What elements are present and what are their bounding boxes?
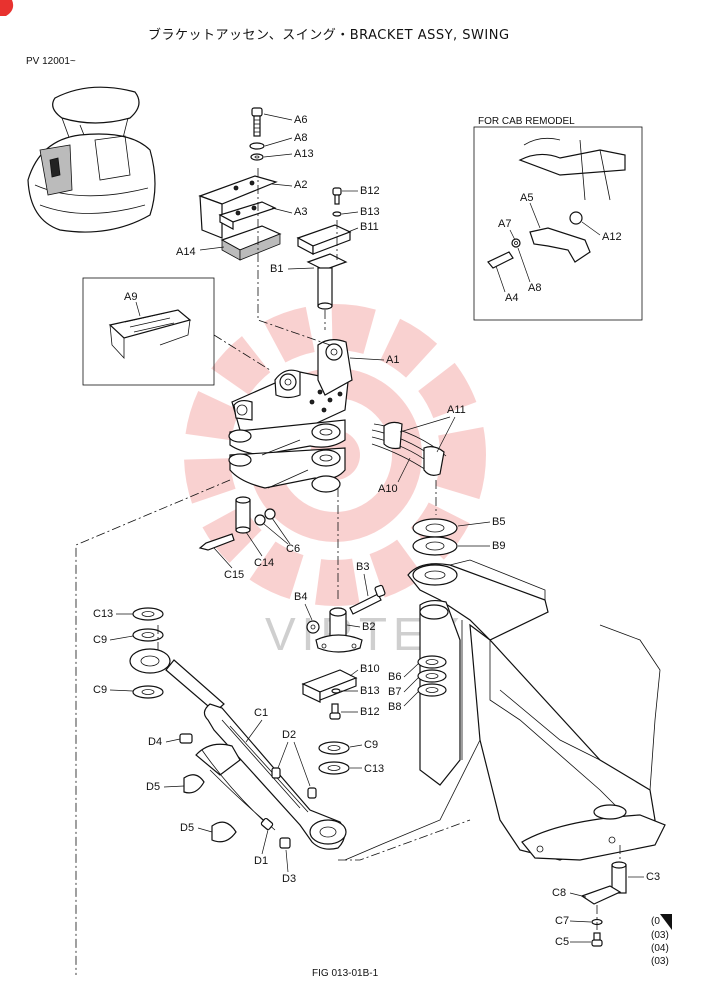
label-A5: A5 <box>520 192 533 204</box>
washers-left: C13 C9 C9 <box>93 607 164 699</box>
label-C5: C5 <box>555 936 569 948</box>
label-C3: C3 <box>646 871 660 883</box>
label-D2: D2 <box>282 729 296 741</box>
a9-inset: A9 <box>82 277 215 386</box>
label-B13: B13 <box>360 206 380 218</box>
serial-range: PV 12001~ <box>26 56 76 67</box>
washers-mid: C9 C13 <box>318 739 384 775</box>
label-B2: B2 <box>362 621 375 633</box>
label-D4: D4 <box>148 736 162 748</box>
corner-fold-mark <box>660 914 672 930</box>
top-hardware: A6 A8 A13 A2 A3 A14 <box>176 107 314 261</box>
label-B8: B8 <box>388 701 401 713</box>
swing-cylinder: C1 D2 D4 D5 D5 D1 D3 <box>129 648 347 885</box>
label-A9: A9 <box>124 291 137 303</box>
pin-group-c: C6 C14 C15 <box>198 496 300 581</box>
label-B5: B5 <box>492 516 505 528</box>
label-C6: C6 <box>286 543 300 555</box>
hose-bundle: A11 A10 <box>371 404 466 495</box>
frame-right: B5 B9 <box>344 516 666 861</box>
label-B4: B4 <box>294 591 307 603</box>
label-A8: A8 <box>294 132 307 144</box>
pin-group-lower: C3 C8 C7 C5 <box>552 861 660 948</box>
label-A10: A10 <box>378 483 398 495</box>
label-A8-inset: A8 <box>528 282 541 294</box>
swing-bracket: A1 <box>228 339 399 493</box>
label-C9-mid: C9 <box>364 739 378 751</box>
label-B13-lower: B13 <box>360 685 380 697</box>
label-A13: A13 <box>294 148 314 160</box>
page-title: ブラケットアッセン、スイング・BRACKET ASSY, SWING <box>148 27 510 43</box>
label-C15: C15 <box>224 569 244 581</box>
label-C13-mid: C13 <box>364 763 384 775</box>
b-hardware-top: B12 B13 B11 B1 <box>270 185 380 310</box>
label-D1: D1 <box>254 855 268 867</box>
label-A4: A4 <box>505 292 518 304</box>
label-A12: A12 <box>602 231 622 243</box>
label-A3: A3 <box>294 206 307 218</box>
bracket-b10: B10 B13 B12 B6 B7 B8 <box>301 655 447 720</box>
label-B3: B3 <box>356 561 369 573</box>
label-C9-lower: C9 <box>93 684 107 696</box>
brand-corner-mark <box>0 0 14 16</box>
footnote-1: (03) <box>651 930 669 941</box>
label-C9-upper: C9 <box>93 634 107 646</box>
label-B12: B12 <box>360 185 380 197</box>
label-A7: A7 <box>498 218 511 230</box>
label-B10: B10 <box>360 663 380 675</box>
pin-group-b: B3 B4 B2 <box>294 561 386 653</box>
label-B7: B7 <box>388 686 401 698</box>
label-C7: C7 <box>555 915 569 927</box>
label-D5-lower: D5 <box>180 822 194 834</box>
label-B12-lower: B12 <box>360 706 380 718</box>
label-C8: C8 <box>552 887 566 899</box>
label-C1: C1 <box>254 707 268 719</box>
label-A2: A2 <box>294 179 307 191</box>
machine-thumbnail <box>27 86 156 233</box>
label-B9: B9 <box>492 540 505 552</box>
connection-lines <box>75 168 621 975</box>
label-B1: B1 <box>270 263 283 275</box>
label-C14: C14 <box>254 557 274 569</box>
label-A6: A6 <box>294 114 307 126</box>
label-D5-upper: D5 <box>146 781 160 793</box>
footnote-3: (03) <box>651 956 669 967</box>
footnotes: (0 (03) (04) (03) <box>651 914 672 967</box>
label-B11: B11 <box>360 221 379 233</box>
label-A1: A1 <box>386 354 399 366</box>
label-C13-upper: C13 <box>93 608 113 620</box>
label-D3: D3 <box>282 873 296 885</box>
label-B6: B6 <box>388 671 401 683</box>
label-A14: A14 <box>176 246 196 258</box>
label-A11: A11 <box>447 404 466 416</box>
footnote-partial: (0 <box>651 916 660 927</box>
figure-id: FIG 013-01B-1 <box>312 968 379 979</box>
inset-label: FOR CAB REMODEL <box>478 116 575 127</box>
footnote-2: (04) <box>651 943 669 954</box>
cab-remodel-inset: FOR CAB REMODEL A5 A7 A12 A8 A4 <box>473 116 643 321</box>
